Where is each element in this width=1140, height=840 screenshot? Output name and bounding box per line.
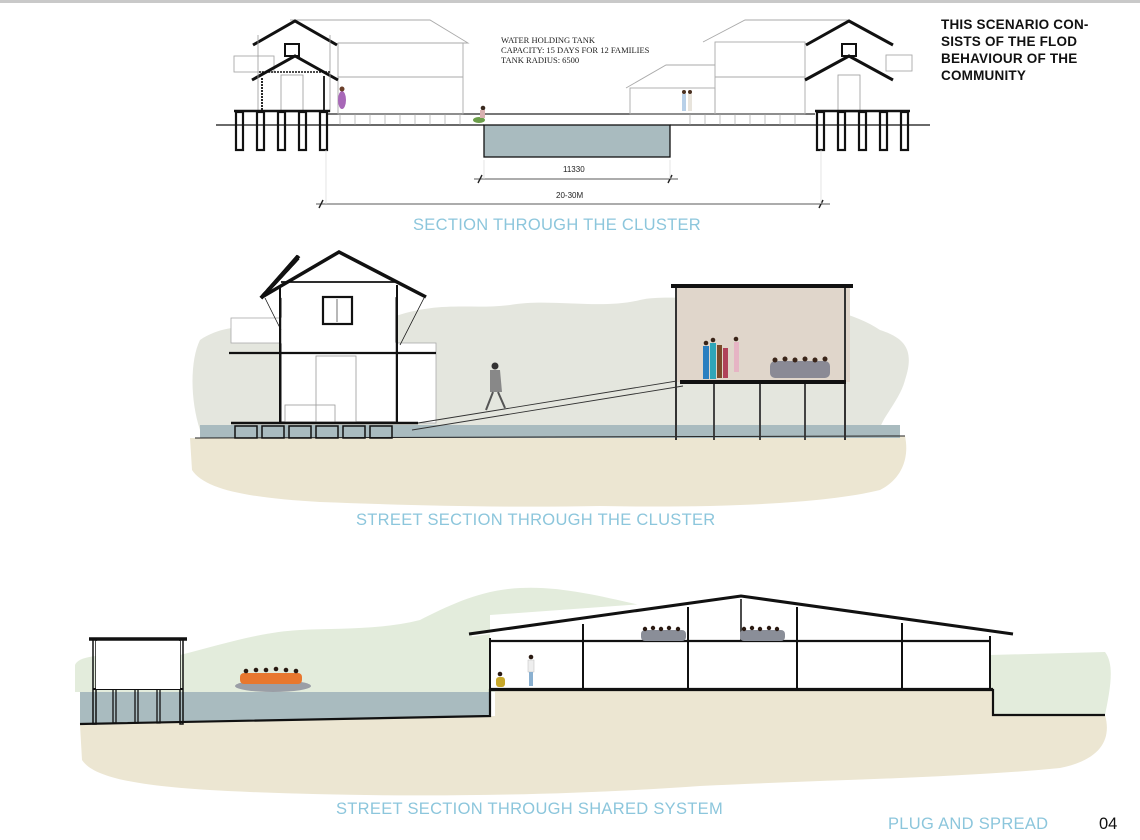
dimension-inner-label: 11330 xyxy=(563,165,585,174)
scenario-note: THIS SCENARIO CON- SISTS OF THE FLOD BEH… xyxy=(941,16,1131,84)
dimension-lines xyxy=(316,150,830,209)
tank-label-line: WATER HOLDING TANK xyxy=(501,35,596,45)
water-holding-tank xyxy=(483,124,671,158)
note-line: SISTS OF THE FLOD xyxy=(941,34,1078,49)
shared-community-hall xyxy=(468,594,1014,691)
house-structure xyxy=(229,250,436,439)
access-ramp xyxy=(411,379,684,431)
tank-label-line: CAPACITY: 15 DAYS FOR 12 FAMILIES xyxy=(501,45,650,55)
note-line: BEHAVIOUR OF THE xyxy=(941,51,1078,66)
walking-person xyxy=(485,362,506,411)
section-through-cluster xyxy=(216,19,930,209)
note-line: THIS SCENARIO CON- xyxy=(941,17,1089,32)
caption-street-section-cluster: STREET SECTION THROUGH THE CLUSTER xyxy=(356,511,716,529)
raised-community-shelter xyxy=(671,284,853,440)
caption-street-section-shared: STREET SECTION THROUGH SHARED SYSTEM xyxy=(336,800,723,818)
street-section-through-shared-system xyxy=(75,587,1111,796)
note-line: COMMUNITY xyxy=(941,68,1027,83)
people-figures xyxy=(338,86,692,123)
page-number: 04 xyxy=(1099,815,1118,833)
hall-people xyxy=(496,625,785,687)
dimension-outer-label: 20-30M xyxy=(556,191,584,200)
small-stilt-shelter xyxy=(89,637,187,725)
left-stilt-house xyxy=(234,19,339,152)
right-stilt-house xyxy=(804,19,910,152)
caption-section-cluster: SECTION THROUGH THE CLUSTER xyxy=(413,216,702,234)
tank-annotation: WATER HOLDING TANK CAPACITY: 15 DAYS FOR… xyxy=(501,35,649,65)
sheltered-people xyxy=(703,336,830,379)
top-edge-strip xyxy=(0,0,1140,3)
rescue-boat xyxy=(235,666,311,692)
house-roof xyxy=(260,254,300,299)
street-section-through-cluster xyxy=(190,250,909,507)
tank-label-line: TANK RADIUS: 6500 xyxy=(501,55,580,65)
footer-title: PLUG AND SPREAD xyxy=(888,815,1049,833)
